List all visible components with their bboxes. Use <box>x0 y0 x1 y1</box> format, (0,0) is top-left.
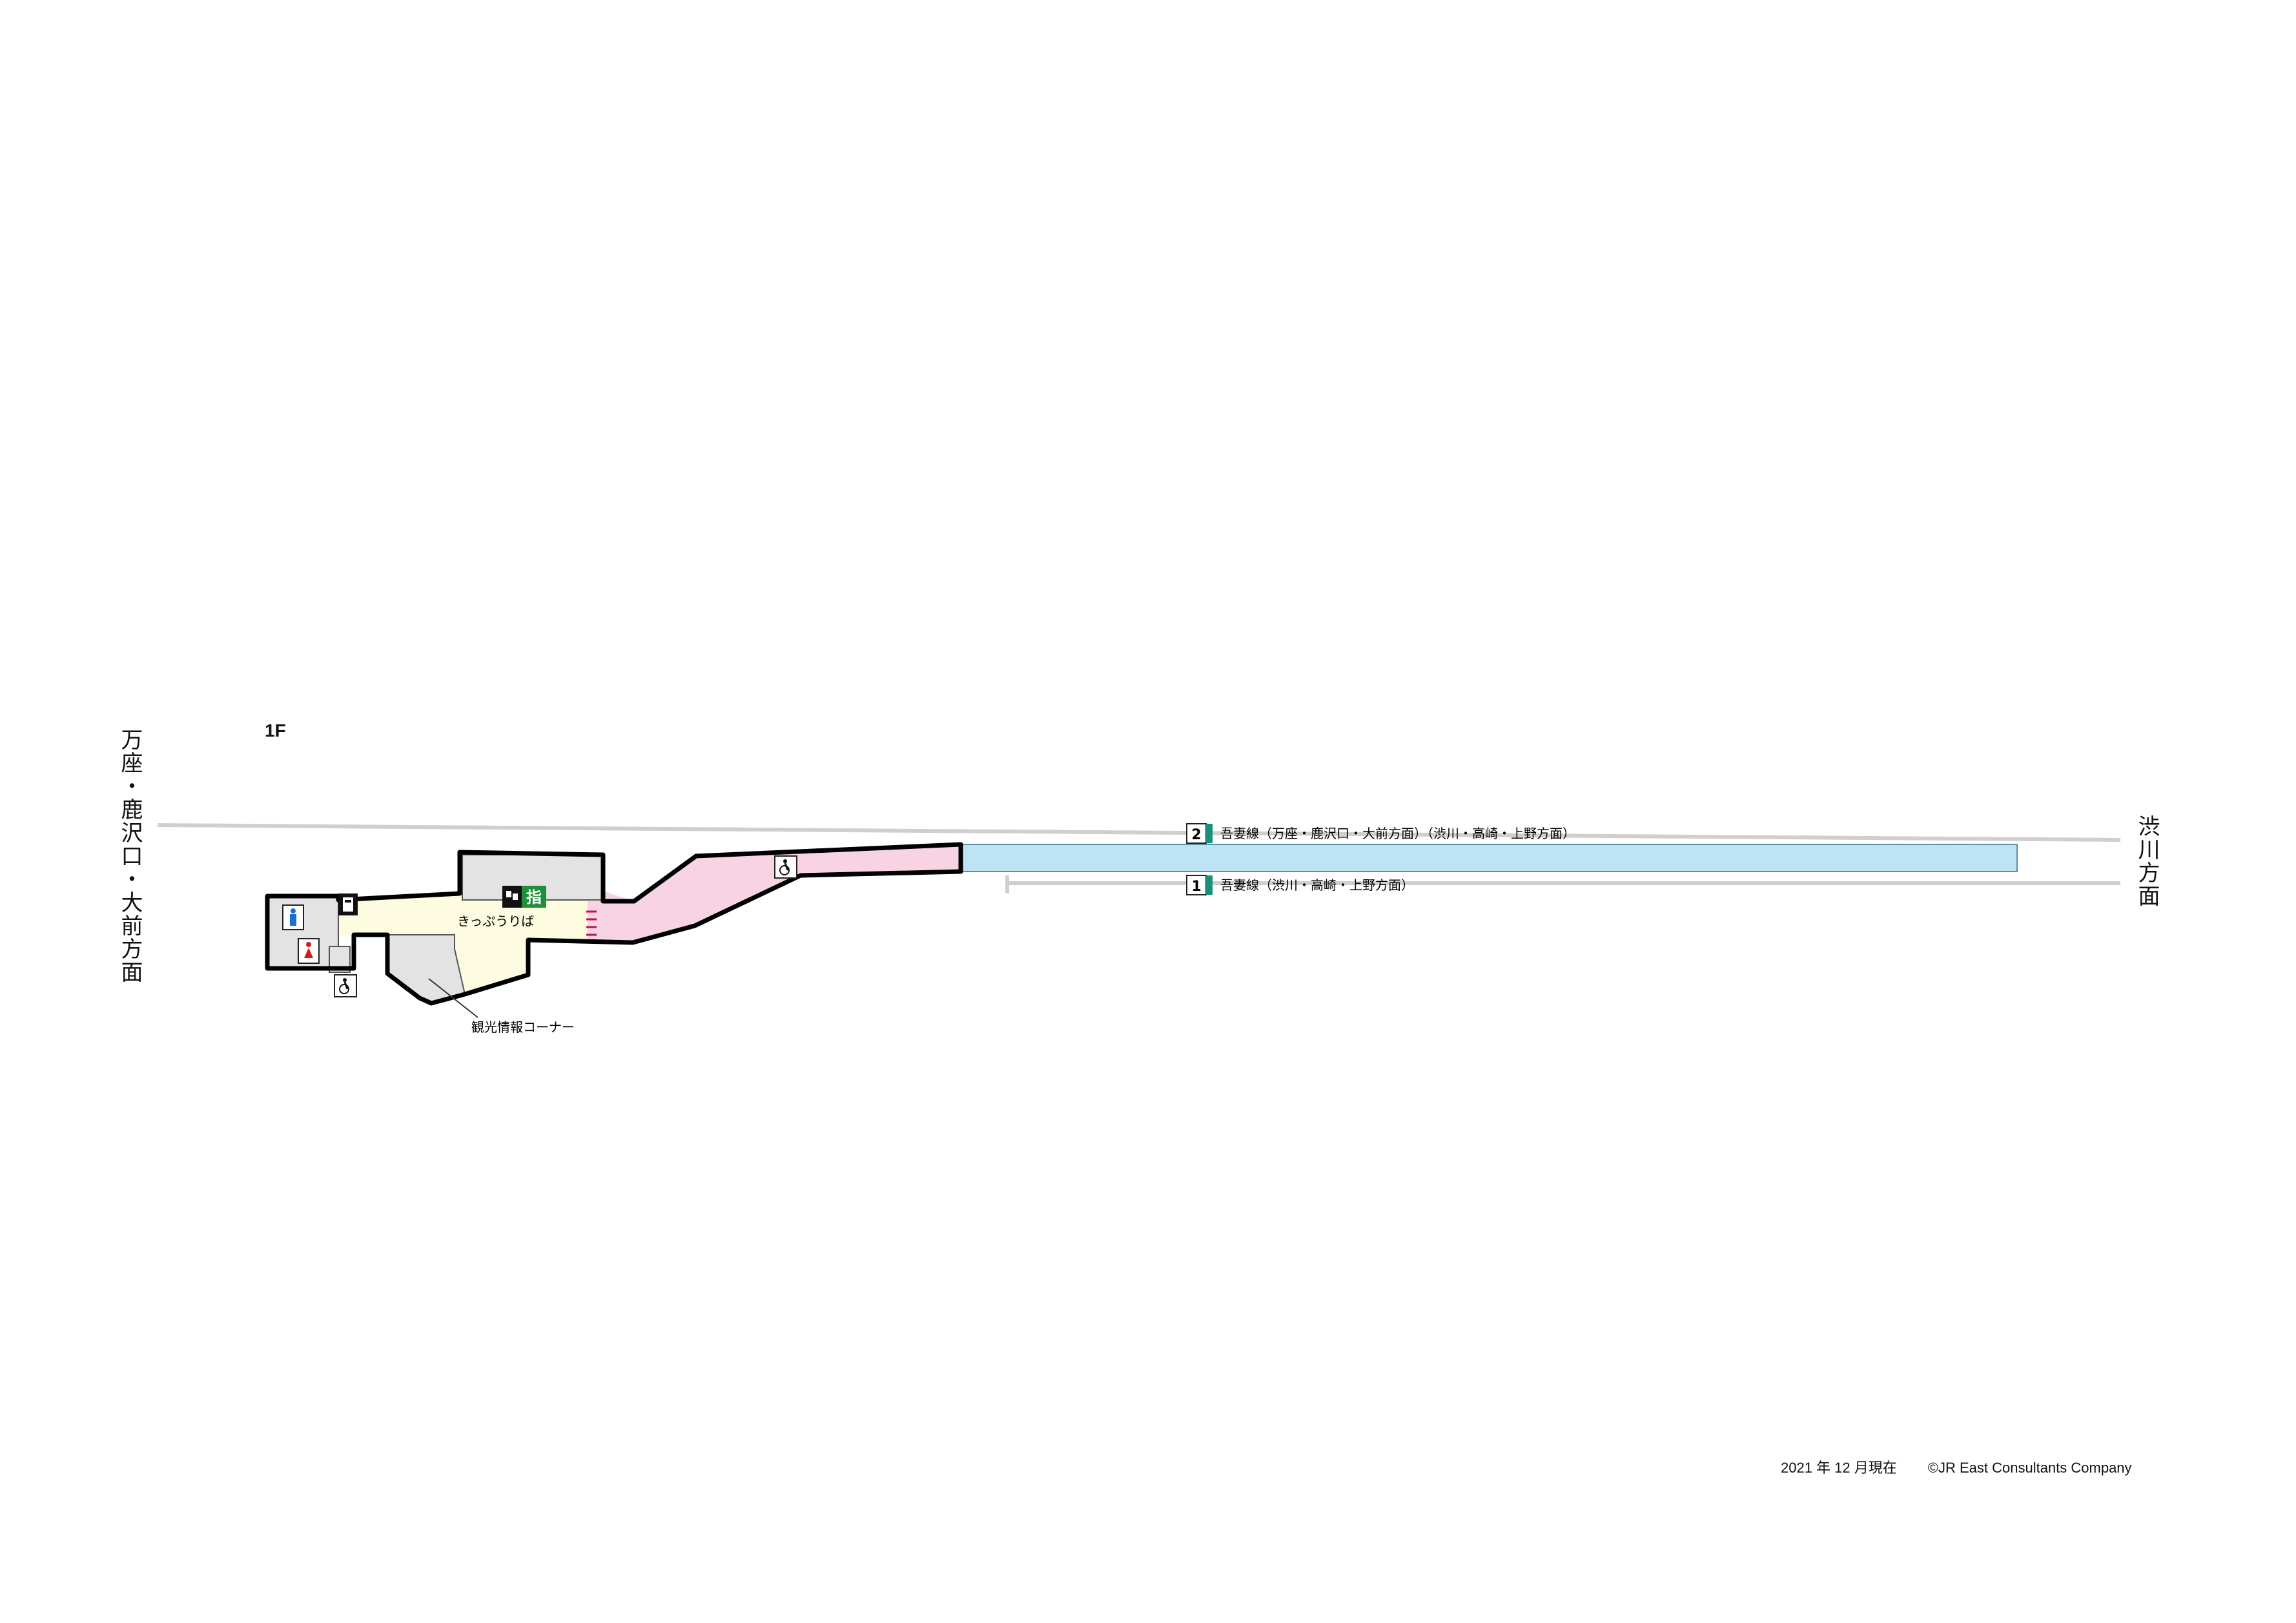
reserved-seat-sign: 指 <box>522 886 546 908</box>
ticket-office-label: きっぷうりば <box>457 914 534 929</box>
direction-east: 渋川方面 <box>2134 815 2160 908</box>
platform <box>960 844 2018 872</box>
track-2-number: 2 <box>1191 827 1201 843</box>
tourist-info-label: 観光情報コーナー <box>471 1019 575 1035</box>
track-2-label: 吾妻線（万座・鹿沢口・大前方面）（渋川・高崎・上野方面） <box>1220 826 1575 841</box>
svg-text:指: 指 <box>526 888 542 906</box>
track-2-marker <box>1186 823 1213 844</box>
ticket-machine-icon <box>502 886 522 908</box>
track-1-number: 1 <box>1191 879 1201 895</box>
floor-label: 1F <box>265 720 286 740</box>
female-toilet-icon <box>298 938 320 964</box>
direction-west: 万座・鹿沢口・大前方面 <box>117 728 143 984</box>
outer-wall <box>265 842 963 1006</box>
track-1-label: 吾妻線（渋川・高崎・上野方面） <box>1220 877 1414 893</box>
wheelchair-icon-toilet <box>334 974 357 997</box>
wheelchair-icon-passage <box>774 855 797 879</box>
male-toilet-icon <box>282 904 304 930</box>
tourist-info-leader <box>428 978 478 1018</box>
coin-locker-icon <box>338 893 358 915</box>
footer-date: 2021 年 12 月現在 <box>1781 1460 1897 1476</box>
footer-copyright: ©JR East Consultants Company <box>1927 1460 2132 1476</box>
track-2-line <box>157 823 2121 842</box>
track-1-marker <box>1186 875 1213 895</box>
footer: 2021 年 12 月現在 ©JR East Consultants Compan… <box>1781 1456 2132 1477</box>
tourist-info-area <box>387 934 466 1005</box>
stair-marks <box>586 910 597 936</box>
